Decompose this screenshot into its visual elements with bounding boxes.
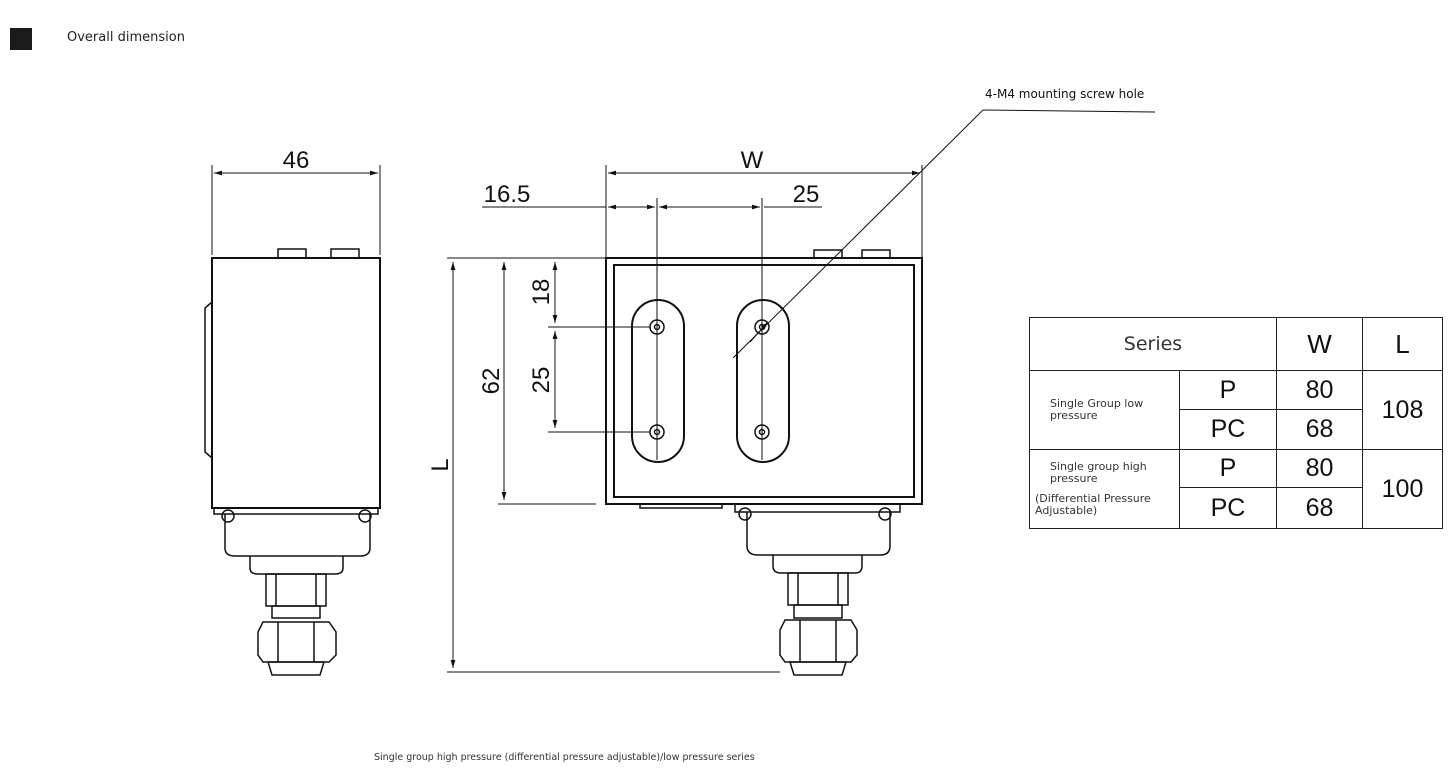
model-cell: PC bbox=[1179, 487, 1277, 529]
dim-label-16-5: 16.5 bbox=[484, 181, 531, 208]
w-cell: 68 bbox=[1276, 409, 1363, 450]
l-cell-low: 108 bbox=[1362, 370, 1443, 450]
dim-label-25-side: 25 bbox=[528, 367, 555, 394]
group-high-text: Single group high pressure bbox=[1050, 460, 1147, 485]
dim-label-62: 62 bbox=[478, 368, 505, 395]
side-view bbox=[204, 165, 381, 676]
figure-caption: Single group high pressure (differential… bbox=[374, 752, 755, 763]
model-cell: P bbox=[1179, 449, 1277, 488]
group-low-text: Single Group low pressure bbox=[1050, 397, 1144, 422]
group-label-high: Single group high pressure (Differential… bbox=[1029, 449, 1180, 529]
section-marker bbox=[10, 28, 32, 50]
dim-label-18: 18 bbox=[528, 279, 555, 306]
dim-label-46: 46 bbox=[283, 147, 310, 174]
model-cell: P bbox=[1179, 370, 1277, 410]
dim-label-w: W bbox=[741, 147, 764, 174]
dim-label-l: L bbox=[427, 458, 454, 471]
spec-table: Series W L Single Group low pressure P 8… bbox=[1029, 317, 1443, 529]
w-cell: 68 bbox=[1276, 487, 1363, 529]
group-label-low: Single Group low pressure bbox=[1029, 370, 1180, 450]
group-high-note: (Differential Pressure Adjustable) bbox=[1035, 492, 1151, 517]
header-l: L bbox=[1362, 317, 1443, 371]
model-cell: PC bbox=[1179, 409, 1277, 450]
dim-label-25-top: 25 bbox=[793, 181, 820, 208]
header-w: W bbox=[1276, 317, 1363, 371]
header-series: Series bbox=[1029, 317, 1277, 371]
section-title: Overall dimension bbox=[67, 30, 185, 45]
callout-mounting-hole: 4-M4 mounting screw hole bbox=[985, 87, 1144, 101]
w-cell: 80 bbox=[1276, 449, 1363, 488]
front-view bbox=[447, 109, 1156, 676]
l-cell-high: 100 bbox=[1362, 449, 1443, 529]
w-cell: 80 bbox=[1276, 370, 1363, 410]
